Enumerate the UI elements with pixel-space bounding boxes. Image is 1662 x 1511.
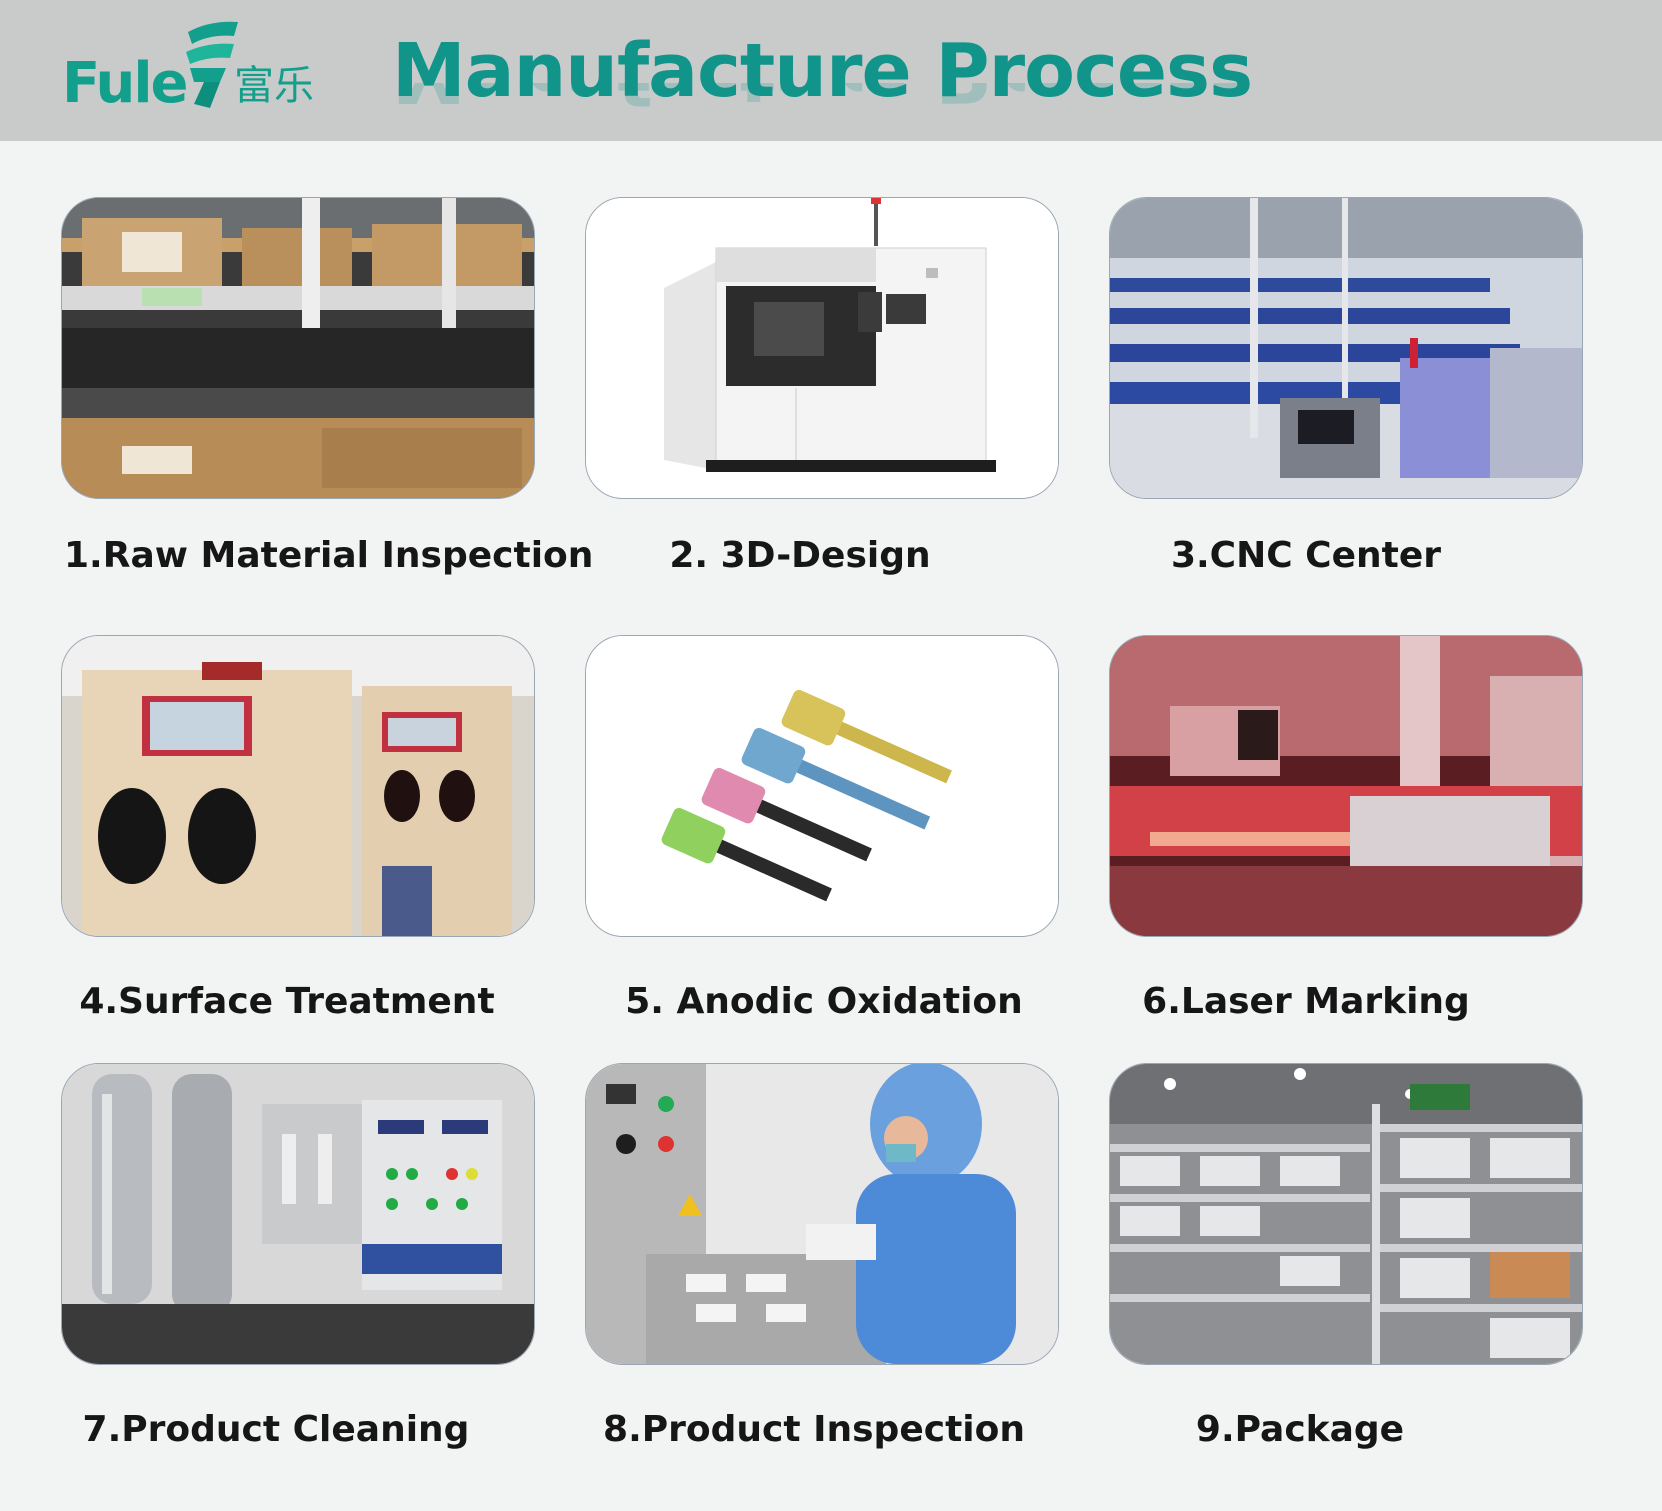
cnc-workshop-photo [1110,198,1582,498]
company-logo: Fule 富乐 [62,18,332,118]
raw-material-shelves-photo [62,198,534,498]
logo-cjk-text: 富乐 [234,63,314,109]
page-title-reflection: Manufacture Process [392,83,1252,112]
water-purification-equipment-photo [62,1064,534,1364]
sandblasting-cabinet-photo [62,636,534,936]
step-6-image [1109,635,1583,937]
3d-printer-machine-photo [586,198,1058,498]
step-5-image [585,635,1059,937]
anodized-pedicle-screws-photo [586,636,1058,936]
cleanroom-inspection-photo [586,1064,1058,1364]
warehouse-shelves-photo [1110,1064,1582,1364]
step-8-caption: 8.Product Inspection [603,1409,1025,1450]
step-9-image [1109,1063,1583,1365]
laser-marking-machine-photo [1110,636,1582,936]
step-2-caption: 2. 3D-Design [669,535,931,576]
step-4-caption: 4.Surface Treatment [79,981,495,1022]
step-1-image [61,197,535,499]
step-5-caption: 5. Anodic Oxidation [625,981,1023,1022]
step-3-caption: 3.CNC Center [1170,535,1442,576]
logo-mark-icon [186,21,238,108]
step-3-image [1109,197,1583,499]
step-7-caption: 7.Product Cleaning [82,1409,470,1450]
step-9-caption: 9.Package [1195,1409,1405,1450]
page-title: Manufacture Process [392,28,1253,114]
step-1-caption: 1.Raw Material Inspection [64,535,594,576]
step-8-image [585,1063,1059,1365]
step-2-image [585,197,1059,499]
step-6-caption: 6.Laser Marking [1142,981,1470,1022]
logo-text: Fule [62,51,189,116]
step-7-image [61,1063,535,1365]
step-4-image [61,635,535,937]
header-banner: Fule 富乐 Manufacture Process Manufacture … [0,0,1662,141]
